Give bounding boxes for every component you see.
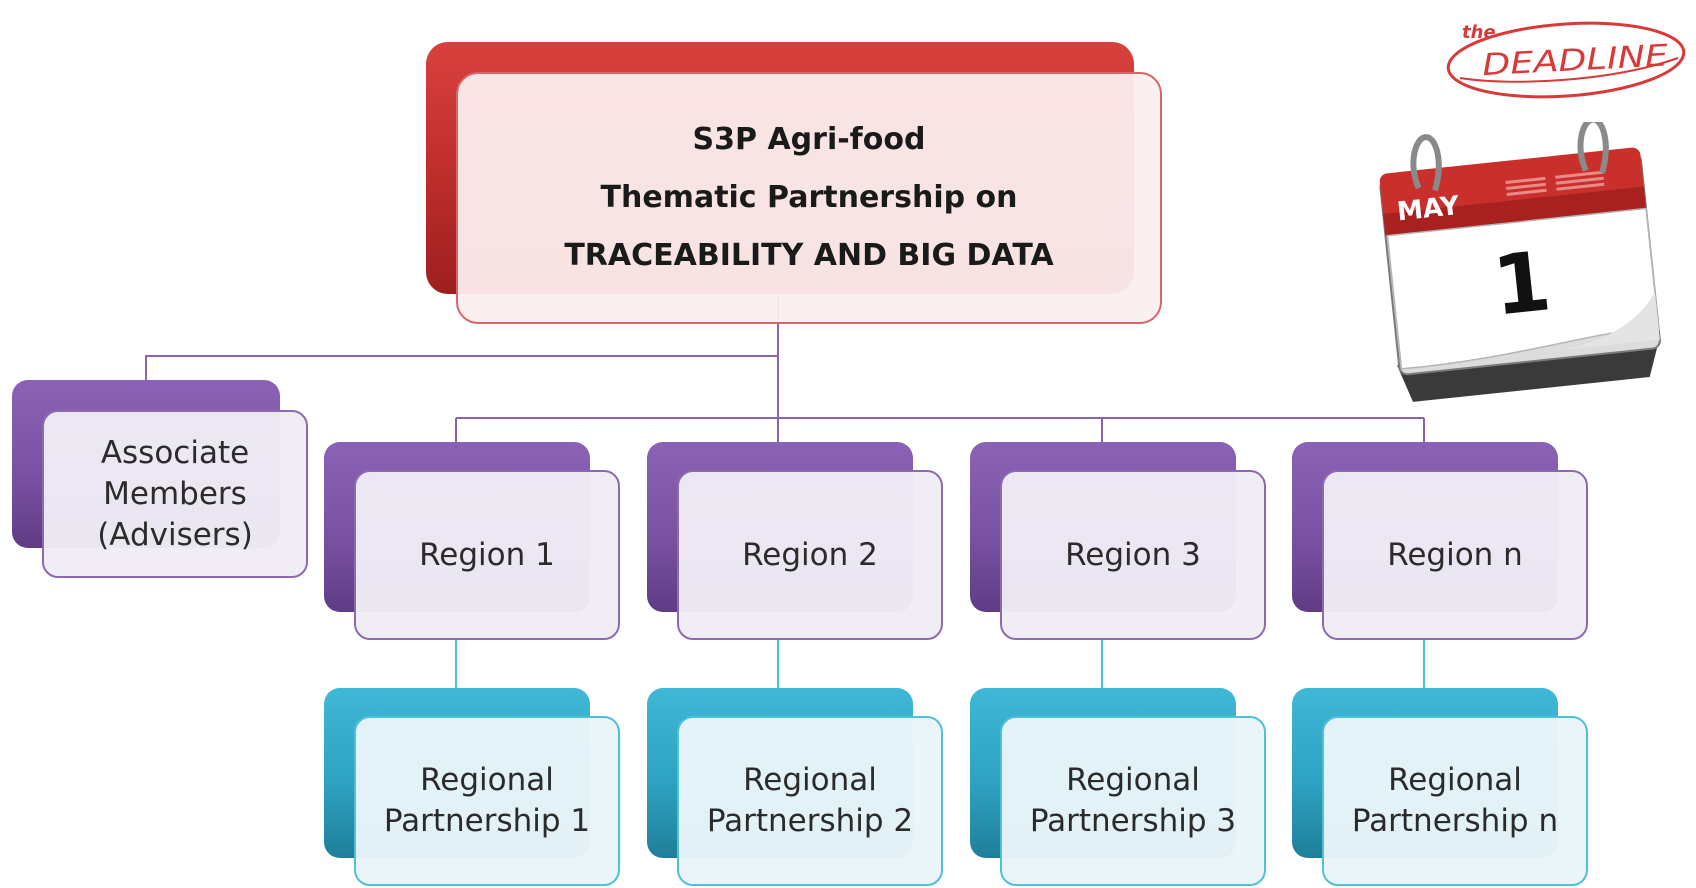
associate-members-label-line-3: (Advisers) bbox=[97, 516, 253, 553]
calendar-page-curl bbox=[1548, 292, 1660, 352]
region-node-2-label: Region 2 bbox=[742, 536, 878, 573]
region-node-3-label: Region 3 bbox=[1065, 536, 1201, 573]
calendar-day: 1 bbox=[1488, 234, 1555, 334]
thematic-partnership-subtitle: Thematic Partnership on bbox=[600, 180, 1018, 215]
regional-partnership-2-line-2: Partnership 2 bbox=[706, 803, 914, 839]
regional-partnership-2-line-1: Regional bbox=[743, 762, 877, 798]
calendar-icon: MAY 1 bbox=[1379, 122, 1661, 402]
regional-partnership-n-line-1: Regional bbox=[1388, 762, 1522, 798]
calendar-header-shade bbox=[1383, 186, 1647, 236]
regional-partnership-node-1: Regional Partnership 1 bbox=[324, 688, 622, 888]
calendar-header-dots bbox=[1505, 170, 1605, 196]
regional-partnership-3-line-2: Partnership 3 bbox=[1029, 803, 1237, 839]
regional-partnership-1-line-1: Regional bbox=[420, 762, 554, 798]
regional-partnership-1-line-2: Partnership 1 bbox=[383, 803, 591, 839]
regional-partnership-node-n-box: Regional Partnership n bbox=[1322, 716, 1588, 886]
regional-partnership-node-2: Regional Partnership 2 bbox=[647, 688, 945, 888]
region-node-n-label: Region n bbox=[1387, 536, 1523, 573]
thematic-partnership-node-box: S3P Agri-food Thematic Partnership on TR… bbox=[456, 72, 1162, 324]
region-node-n: Region n bbox=[1292, 442, 1590, 642]
regional-partnership-3-line-1: Regional bbox=[1066, 762, 1200, 798]
region-node-2-box: Region 2 bbox=[677, 470, 943, 640]
regional-partnership-node-n: Regional Partnership n bbox=[1292, 688, 1590, 888]
deadline-logo-ellipse bbox=[1446, 21, 1686, 99]
region-node-2: Region 2 bbox=[647, 442, 945, 642]
calendar-month: MAY bbox=[1396, 191, 1462, 227]
deadline-logo-word: DEADLINE bbox=[1481, 38, 1669, 83]
associate-members-node-box: Associate Members (Advisers) bbox=[42, 410, 308, 578]
associate-members-label-line-2: Members bbox=[103, 475, 247, 512]
region-node-1-label: Region 1 bbox=[419, 536, 555, 573]
region-node-1-box: Region 1 bbox=[354, 470, 620, 640]
associate-members-label-line-1: Associate bbox=[100, 434, 250, 471]
deadline-logo: the DEADLINE bbox=[1446, 21, 1686, 99]
region-node-1: Region 1 bbox=[324, 442, 622, 642]
region-node-3-box: Region 3 bbox=[1000, 470, 1266, 640]
deadline-logo-prefix: the bbox=[1462, 22, 1496, 43]
regional-partnership-node-3-box: Regional Partnership 3 bbox=[1000, 716, 1266, 886]
thematic-partnership-node: S3P Agri-food Thematic Partnership on TR… bbox=[426, 42, 1162, 326]
associate-members-node: Associate Members (Advisers) bbox=[12, 380, 308, 578]
region-node-3: Region 3 bbox=[970, 442, 1268, 642]
regional-partnership-node-3: Regional Partnership 3 bbox=[970, 688, 1268, 888]
region-node-n-box: Region n bbox=[1322, 470, 1588, 640]
deadline-logo-swoosh bbox=[1459, 57, 1679, 83]
thematic-partnership-topic: TRACEABILITY AND BIG DATA bbox=[564, 238, 1054, 273]
regional-partnership-node-2-box: Regional Partnership 2 bbox=[677, 716, 943, 886]
regional-partnership-n-line-2: Partnership n bbox=[1351, 803, 1559, 839]
thematic-partnership-title: S3P Agri-food bbox=[692, 122, 926, 157]
regional-partnership-node-1-box: Regional Partnership 1 bbox=[354, 716, 620, 886]
calendar-rings bbox=[1410, 122, 1609, 192]
